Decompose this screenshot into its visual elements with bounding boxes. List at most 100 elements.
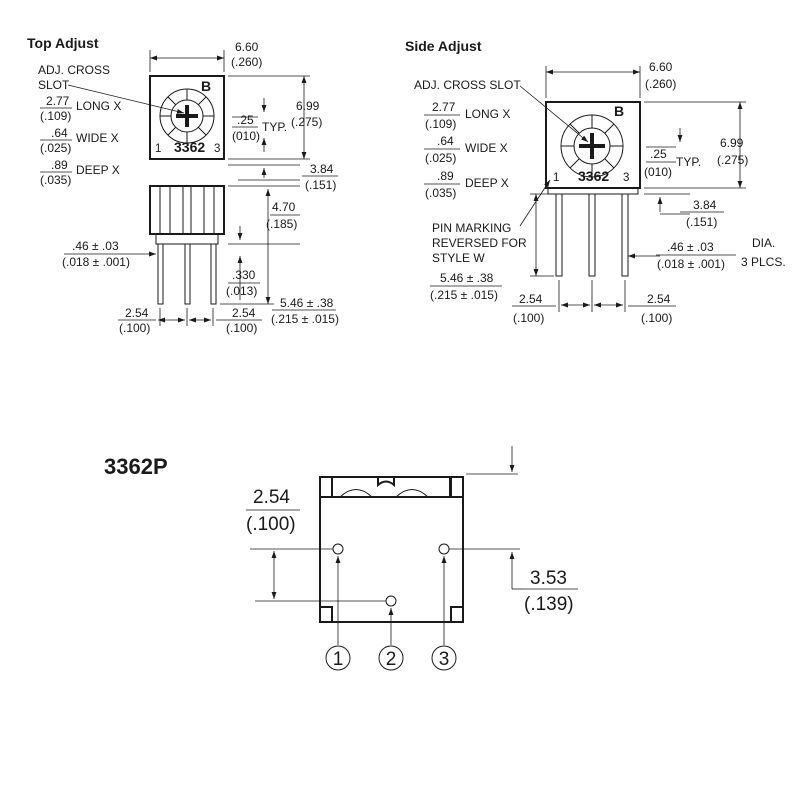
d470-mm: 4.70 <box>272 200 296 214</box>
pitch1-mm: 2.54 <box>125 306 149 320</box>
side-adjust-title: Side Adjust <box>405 38 482 54</box>
footprint-3362p: 3362P 2.54 (.100) 3.53 (.139) <box>104 446 578 671</box>
pitch2-mm: 2.54 <box>647 292 671 306</box>
wide-x-label: WIDE X <box>465 141 508 155</box>
width-in: (.260) <box>645 77 676 91</box>
d384-in: (.151) <box>686 215 717 229</box>
adj-cross-slot-label: ADJ. CROSS SLOT <box>414 78 521 92</box>
height-mm: 6.99 <box>296 99 320 113</box>
pin-dia-mm: .46 ± .03 <box>667 240 714 254</box>
pitch2-in: (.100) <box>641 311 672 325</box>
pin-note-3: STYLE W <box>432 251 485 265</box>
top-adjust-title: Top Adjust <box>27 35 99 51</box>
pin1-marking: 1 <box>155 143 161 155</box>
long-x-in: (.109) <box>40 109 71 123</box>
typ-mm: .25 <box>650 147 667 161</box>
typ-mm: .25 <box>237 113 254 127</box>
offset-mm: 3.53 <box>530 568 567 589</box>
width-in: (.260) <box>231 55 262 69</box>
d384-in: (.151) <box>305 178 336 192</box>
d384-mm: 3.84 <box>310 162 334 176</box>
hole-1 <box>332 543 344 555</box>
wide-x-in: (.025) <box>425 151 456 165</box>
plcs-label: 3 PLCS. <box>741 255 786 269</box>
typ-label: TYP. <box>262 120 287 134</box>
footprint-title: 3362P <box>104 454 168 479</box>
pin-dia-mm: .46 ± .03 <box>72 239 119 253</box>
pitch-in: (.100) <box>246 514 296 535</box>
deep-x-label: DEEP X <box>465 176 509 190</box>
adjuster-teeth <box>561 115 623 177</box>
side-view-body <box>149 185 225 235</box>
top-adjust-view: Top Adjust B 3362 1 3 6.60 (.260) ADJ. C… <box>27 35 339 335</box>
top-view-body <box>149 75 225 160</box>
adj-cross-slot-label-1: ADJ. CROSS <box>38 63 110 77</box>
pin-note-1: PIN MARKING <box>432 221 511 235</box>
offset-in: (.139) <box>524 594 574 615</box>
d384-mm: 3.84 <box>693 198 717 212</box>
height-in: (.275) <box>717 153 748 167</box>
part-number: 3362 <box>578 168 609 184</box>
pin-len-mm: 5.46 ± .38 <box>440 271 494 285</box>
d330-in: (.013) <box>226 284 257 298</box>
deep-x-mm: .89 <box>51 158 68 172</box>
pin-2-label: 2 <box>386 649 397 670</box>
adj-cross-slot-leader <box>519 85 589 143</box>
pin1-marking: 1 <box>553 172 559 184</box>
pin-1-label: 1 <box>333 649 344 670</box>
cross-slot-icon <box>176 105 198 127</box>
long-x-label: LONG X <box>76 99 121 113</box>
typ-in: (010) <box>644 165 672 179</box>
pin-dia-in: (.018 ± .001) <box>657 257 725 271</box>
cross-slot-icon <box>579 133 605 159</box>
pitch1-in: (.100) <box>119 321 150 335</box>
long-x-label: LONG X <box>465 107 510 121</box>
deep-x-in: (.035) <box>425 186 456 200</box>
long-x-mm: 2.77 <box>432 100 456 114</box>
d470-in: (.185) <box>266 217 297 231</box>
pin-1-callout <box>325 645 351 671</box>
wide-x-mm: .64 <box>51 126 68 140</box>
pin-dia-in: (.018 ± .001) <box>62 255 130 269</box>
wide-x-label: WIDE X <box>76 131 119 145</box>
hole-2 <box>385 595 397 607</box>
d330-mm: .330 <box>232 268 256 282</box>
long-x-mm: 2.77 <box>46 94 70 108</box>
adj-cross-slot-leader <box>67 84 185 114</box>
pin3-marking: 3 <box>214 143 220 155</box>
dia-label: DIA. <box>752 236 775 250</box>
part-number: 3362 <box>174 139 205 155</box>
typ-in: (010) <box>232 129 260 143</box>
deep-x-mm: .89 <box>437 169 454 183</box>
adj-cross-slot-label-2: SLOT <box>38 78 70 92</box>
long-x-in: (.109) <box>425 117 456 131</box>
footprint-outline <box>319 476 464 623</box>
hole-3 <box>438 543 450 555</box>
pin-note-leader <box>519 179 551 227</box>
height-mm: 6.99 <box>720 136 744 150</box>
pitch1-mm: 2.54 <box>519 292 543 306</box>
pitch-mm: 2.54 <box>253 487 290 508</box>
pin-3-callout <box>431 645 457 671</box>
side-adjust-view: Side Adjust B 3362 1 3 6.60 (.260) ADJ. … <box>405 38 786 325</box>
pitch2-in: (.100) <box>226 321 257 335</box>
pin-len-mm: 5.46 ± .38 <box>280 296 334 310</box>
typ-label: TYP. <box>676 155 701 169</box>
deep-x-label: DEEP X <box>76 163 120 177</box>
wide-x-in: (.025) <box>40 141 71 155</box>
logo: B <box>614 103 624 119</box>
pin3-marking: 3 <box>623 172 629 184</box>
height-in: (.275) <box>291 115 322 129</box>
pins <box>157 243 217 305</box>
pin-3-label: 3 <box>439 649 450 670</box>
pitch2-mm: 2.54 <box>232 306 256 320</box>
logo: B <box>201 78 211 94</box>
pin-note-2: REVERSED FOR <box>432 236 527 250</box>
width-mm: 6.60 <box>649 60 673 74</box>
pins <box>555 193 629 277</box>
deep-x-in: (.035) <box>40 173 71 187</box>
pitch1-in: (.100) <box>513 311 544 325</box>
wide-x-mm: .64 <box>437 134 454 148</box>
pin-len-in: (.215 ± .015) <box>271 312 339 326</box>
